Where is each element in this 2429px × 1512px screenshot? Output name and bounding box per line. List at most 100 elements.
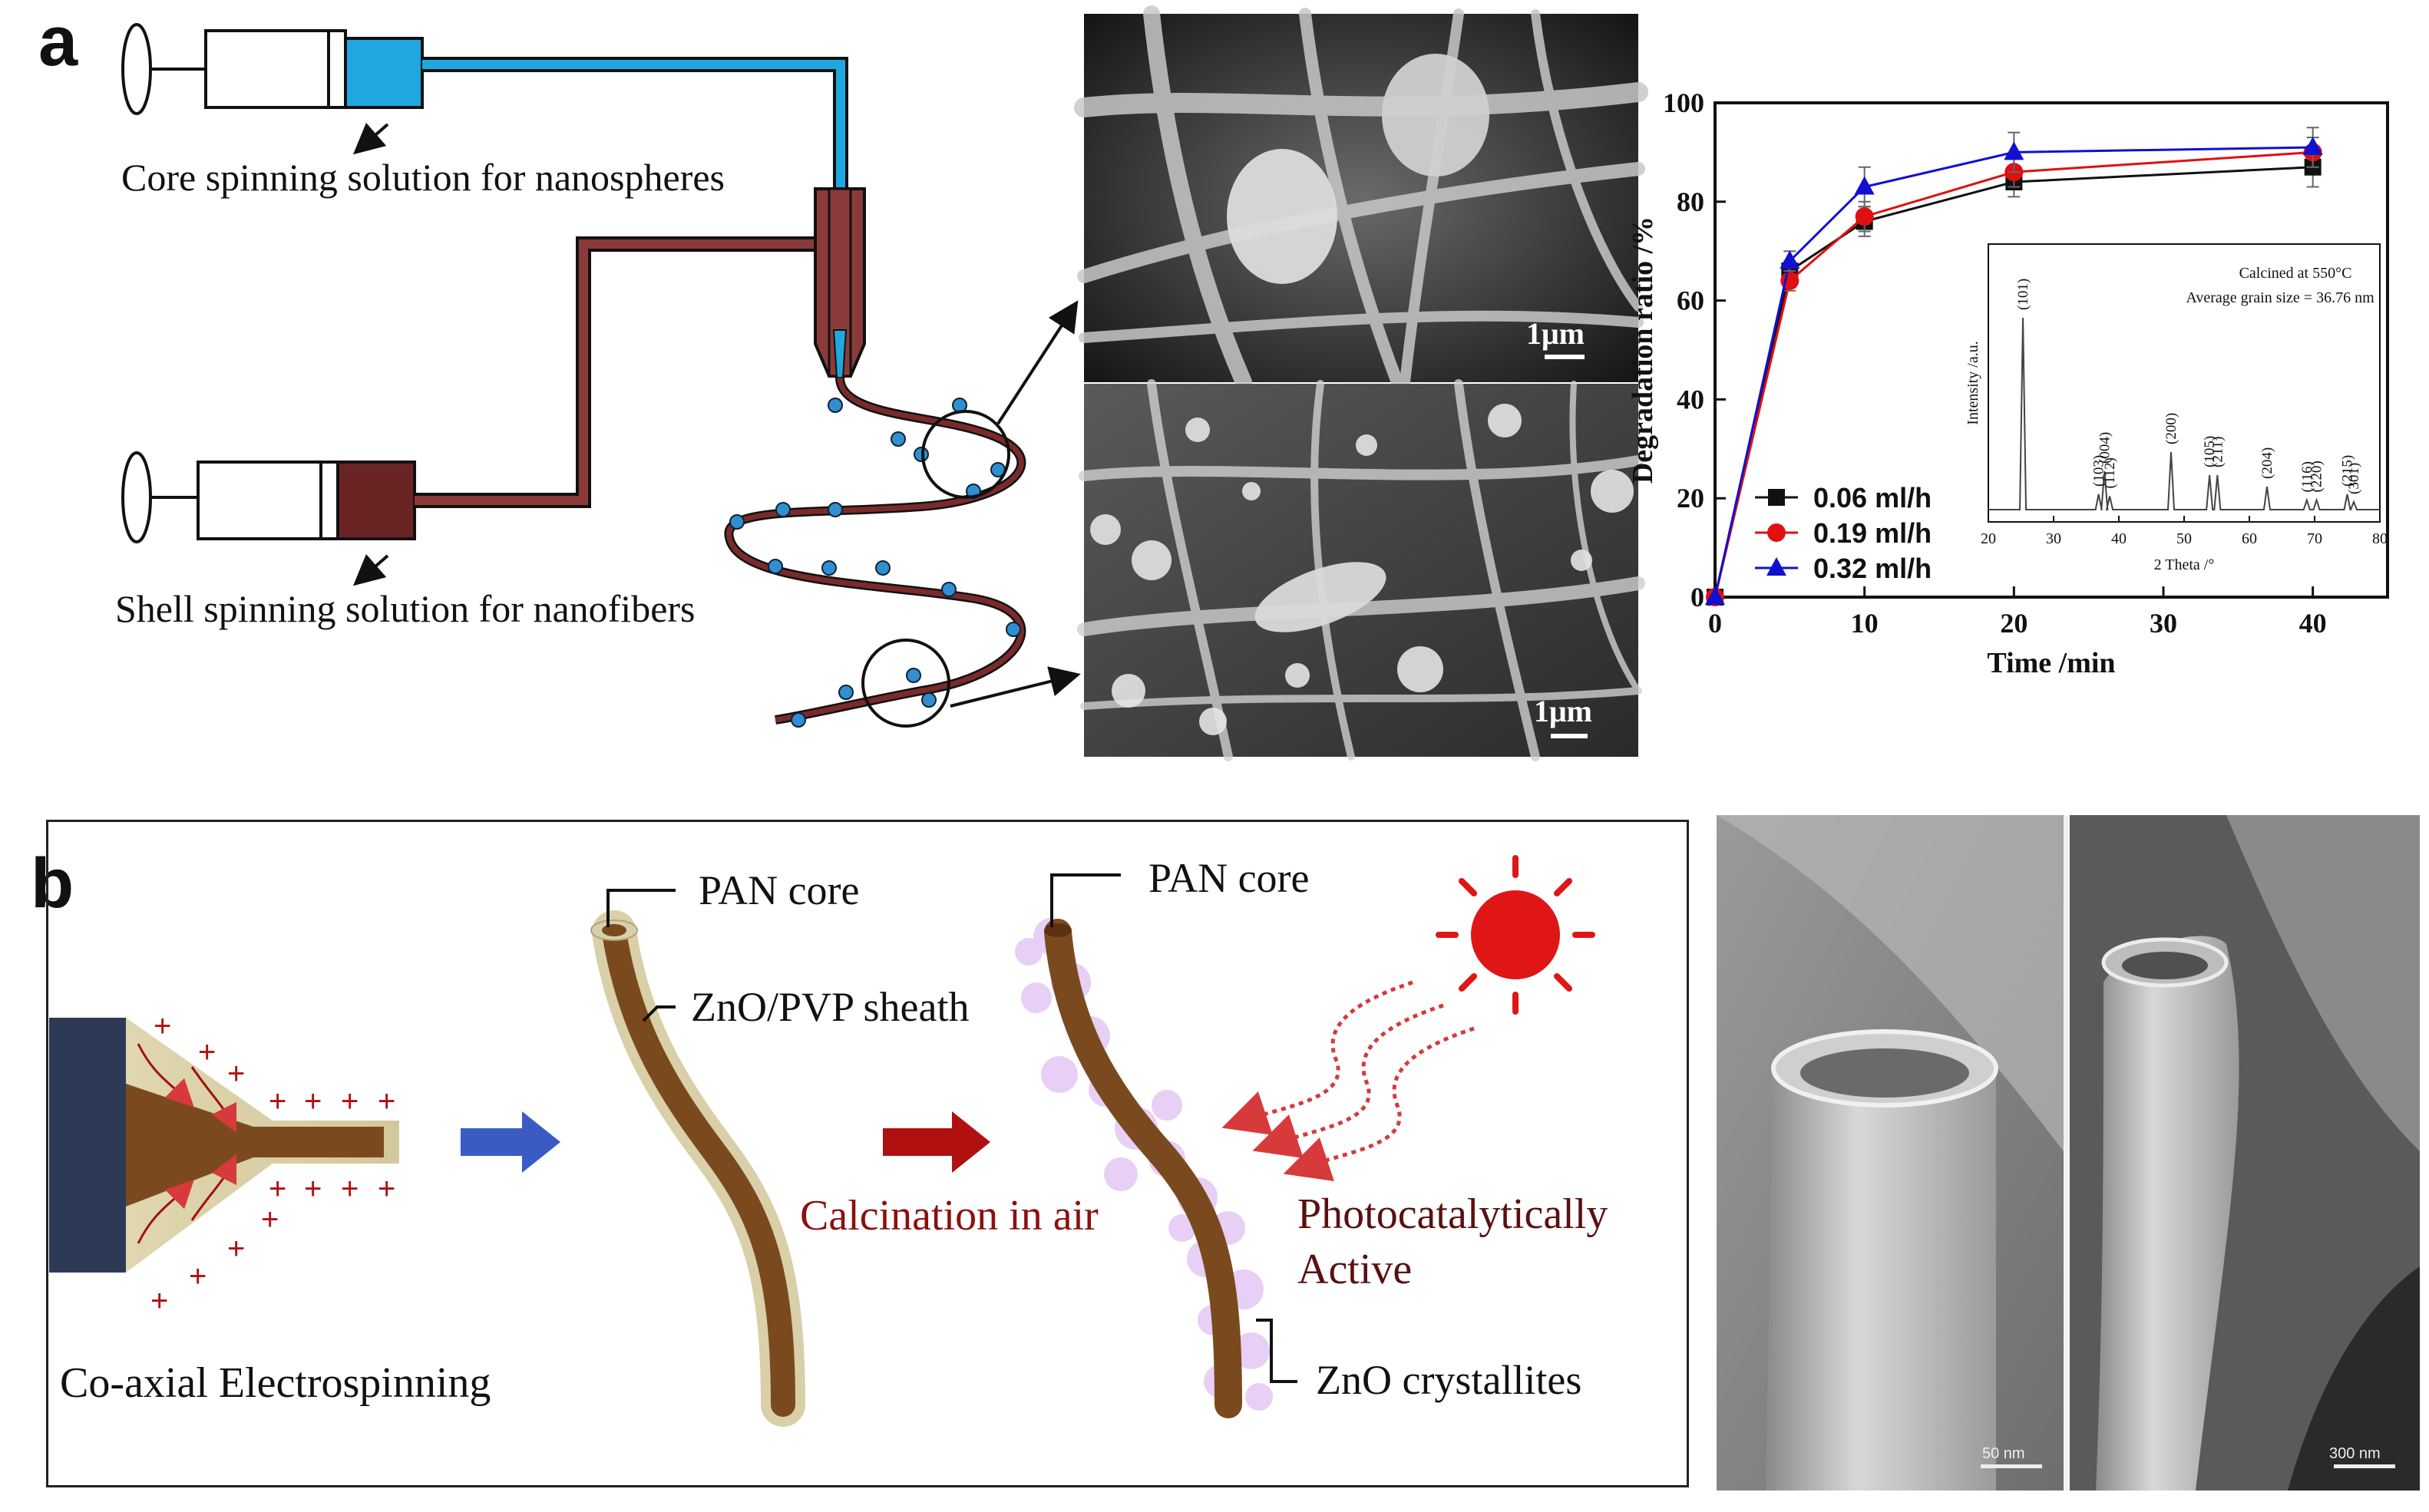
zoom-arrow-top <box>996 300 1079 425</box>
x-tick-label: 20 <box>2000 608 2027 639</box>
xrd-peak-label: (101) <box>2015 279 2031 310</box>
y-tick-label: 100 <box>1663 87 1704 118</box>
y-tick-label: 0 <box>1690 582 1704 612</box>
inset-frame <box>1988 243 2381 523</box>
photocatalytic-label-2: Active <box>1297 1246 1412 1293</box>
inset-x-tick-label: 50 <box>2176 530 2192 547</box>
x-tick-label: 0 <box>1708 608 1722 639</box>
data-point-2 <box>2302 136 2323 155</box>
x-tick-label: 30 <box>2150 608 2177 639</box>
y-tick-label: 60 <box>1677 286 1704 316</box>
svg-text:+: + <box>227 1057 245 1091</box>
xrd-peak-label: (220) <box>2309 461 2325 492</box>
core-label-arrow <box>352 122 389 155</box>
jet-fiber <box>726 377 1024 723</box>
xrd-peak-label: (215) <box>2340 455 2356 487</box>
inset-x-tick-label: 80 <box>2372 530 2388 547</box>
xrd-peak-label: (112) <box>2102 457 2118 488</box>
sem-image-top: 1μm <box>1074 5 1648 391</box>
legend-marker-1 <box>1767 523 1786 542</box>
crystallites-label: ZnO crystallites <box>1316 1357 1581 1403</box>
sem-image-bottom: 1μm <box>1077 379 1645 761</box>
xrd-peak-label: (116) <box>2299 461 2315 492</box>
zoom-circle-top <box>921 410 1010 499</box>
inset-x-tick-label: 20 <box>1981 530 1996 547</box>
xrd-peak-label: (200) <box>2163 413 2179 444</box>
svg-text:+: + <box>261 1203 279 1236</box>
shell-syringe <box>121 236 815 543</box>
calcined-fiber <box>1015 918 1273 1418</box>
svg-text:+: + <box>269 1172 286 1206</box>
photocatalytic-label-1: Photocatalytically <box>1297 1190 1608 1238</box>
svg-text:+: + <box>154 1009 171 1043</box>
data-point-2 <box>1780 250 1800 269</box>
x-tick-label: 40 <box>2299 608 2327 639</box>
light-rays <box>1221 980 1475 1181</box>
data-point-2 <box>1705 586 1725 605</box>
svg-text:+: + <box>198 1035 216 1069</box>
sem-scale-label-bottom: 1μm <box>1534 694 1592 728</box>
sun-icon <box>1436 855 1595 1015</box>
y-tick-label: 40 <box>1677 384 1704 414</box>
scale-label-right: 300 nm <box>2329 1445 2381 1462</box>
svg-text:+: + <box>378 1084 395 1118</box>
y-tick-label: 80 <box>1677 187 1704 217</box>
panel-b-frame <box>46 820 1689 1487</box>
legend-label-2: 0.32 ml/h <box>1813 553 1932 584</box>
inset-x-tick-label: 60 <box>2242 530 2257 547</box>
xrd-trace <box>1988 317 2380 510</box>
zoom-circle-bottom <box>861 639 950 728</box>
inset-x-title: 2 Theta /° <box>2154 556 2215 573</box>
xrd-peak-label: (103) <box>2091 455 2107 487</box>
y-tick-label: 20 <box>1677 483 1704 513</box>
svg-text:+: + <box>150 1284 168 1318</box>
legend-marker-2 <box>1766 557 1786 576</box>
svg-text:+: + <box>378 1172 395 1206</box>
legend-marker-0 <box>1768 489 1785 506</box>
process-arrow-red <box>883 1111 990 1173</box>
sem-scale-label-top: 1μm <box>1526 316 1585 351</box>
shell-solution-label: Shell spinning solution for nanofibers <box>115 587 696 630</box>
xrd-peak-label: (301) <box>2346 463 2362 494</box>
electrospinning-nozzle: +++ ++++ ++++ ++++ <box>49 1009 399 1318</box>
sem-image-tube-right: 300 nm <box>2070 815 2420 1491</box>
data-point-1 <box>1855 207 1874 226</box>
xrd-peak-label: (105) <box>2202 436 2218 467</box>
core-syringe <box>121 23 848 376</box>
coaxial-fiber <box>590 910 805 1427</box>
scale-label-left: 50 nm <box>1982 1445 2025 1462</box>
xrd-peak-label: (204) <box>2259 447 2275 479</box>
core-solution-label: Core spinning solution for nanospheres <box>121 156 725 199</box>
svg-text:+: + <box>269 1084 286 1118</box>
x-axis-title: Time /min <box>1987 647 2115 679</box>
sem-image-tube-left: 50 nm <box>1717 815 2064 1491</box>
legend-label-0: 0.06 ml/h <box>1813 482 1932 513</box>
svg-text:+: + <box>304 1172 322 1206</box>
plot-frame <box>1714 101 2389 599</box>
pan-core-label-1: PAN core <box>699 867 860 913</box>
inset-title-1: Calcined at 550°C <box>2239 265 2352 282</box>
method-label: Co-axial Electrospinning <box>60 1359 491 1407</box>
nanosphere-beads <box>729 398 1021 728</box>
data-point-2 <box>2004 141 2024 160</box>
svg-text:+: + <box>304 1084 322 1118</box>
crystallites-leader <box>1256 1319 1297 1383</box>
x-tick-label: 10 <box>1851 608 1879 639</box>
inset-x-tick-label: 30 <box>2046 530 2061 547</box>
inset-y-title: Intensity /a.u. <box>1965 341 1981 424</box>
svg-text:+: + <box>341 1172 359 1206</box>
process-arrow-blue <box>461 1111 560 1173</box>
calcination-label: Calcination in air <box>800 1192 1099 1240</box>
data-point-2 <box>1854 176 1875 195</box>
panel-letter-a: a <box>38 2 78 81</box>
inset-x-tick-label: 40 <box>2111 530 2127 547</box>
inset-title-2: Average grain size = 36.76 nm <box>2186 289 2374 306</box>
legend-label-1: 0.19 ml/h <box>1813 517 1932 549</box>
inset-x-tick-label: 70 <box>2307 530 2322 547</box>
pan-core-leader-2 <box>1050 873 1121 927</box>
coaxial-nozzle <box>814 187 866 378</box>
panel-letter-b: b <box>31 844 74 923</box>
y-axis-title: Degradation ratio /% <box>1627 216 1659 484</box>
